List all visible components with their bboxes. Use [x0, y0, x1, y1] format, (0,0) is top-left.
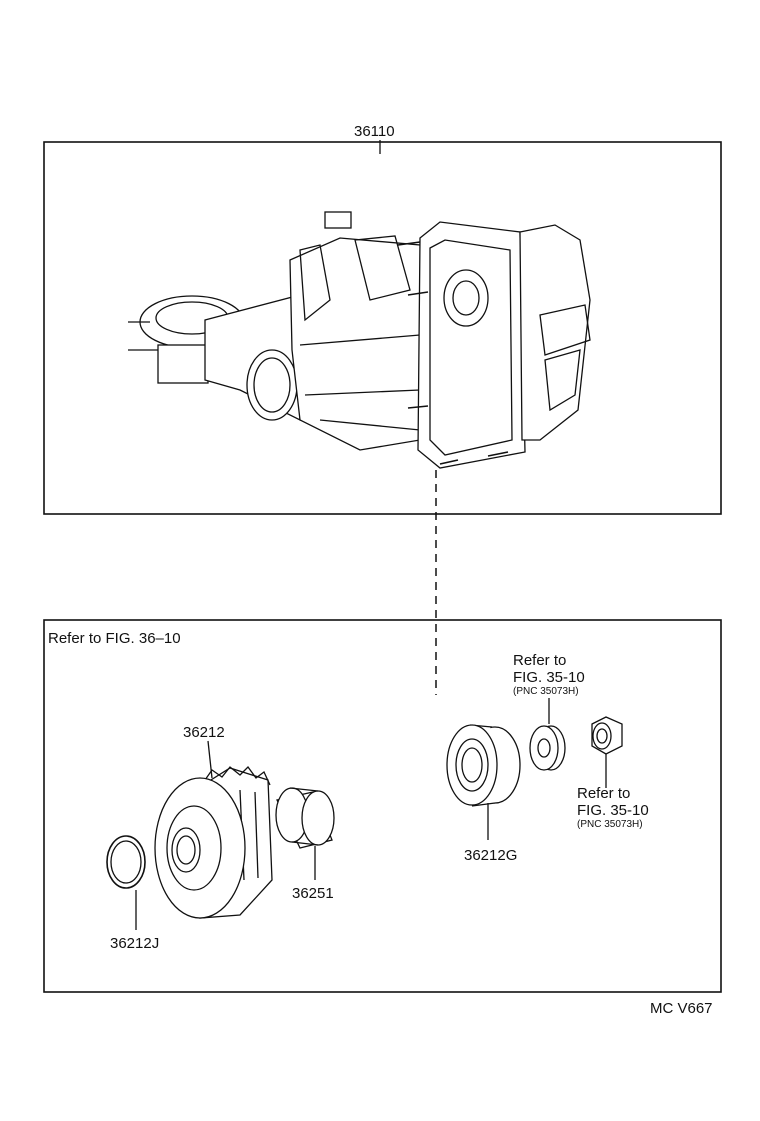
bearing-illustration	[446, 722, 521, 807]
assembly-frame	[43, 141, 722, 515]
washer-illustration	[529, 725, 566, 771]
ref-upper-pnc: (PNC 35073H)	[513, 686, 579, 697]
refer-fig-36-10-label: Refer to FIG. 36–10	[48, 630, 181, 647]
footer-code: MC V667	[650, 1000, 713, 1017]
snap-ring-part-number: 36212J	[110, 935, 159, 952]
gear-part-number: 36212	[183, 724, 225, 741]
snap-ring-inner	[110, 840, 142, 884]
assembly-part-number: 36110	[354, 123, 395, 140]
transfer-case-illustration	[128, 211, 591, 469]
bushing-illustration	[275, 787, 335, 849]
nut-illustration	[591, 716, 623, 755]
gear-leader	[207, 740, 213, 779]
snap-ring-illustration	[106, 835, 146, 889]
bushing-part-number: 36251	[292, 885, 334, 902]
ref-lower-line2: FIG. 35-10	[577, 802, 649, 819]
ref-lower-pnc: (PNC 35073H)	[577, 819, 643, 830]
ref-upper-line2: FIG. 35-10	[513, 669, 585, 686]
ref-upper-line1: Refer to	[513, 652, 566, 669]
bearing-part-number: 36212G	[464, 847, 517, 864]
ref-lower-line1: Refer to	[577, 785, 630, 802]
gear-illustration	[154, 766, 273, 919]
components-frame	[43, 619, 722, 993]
